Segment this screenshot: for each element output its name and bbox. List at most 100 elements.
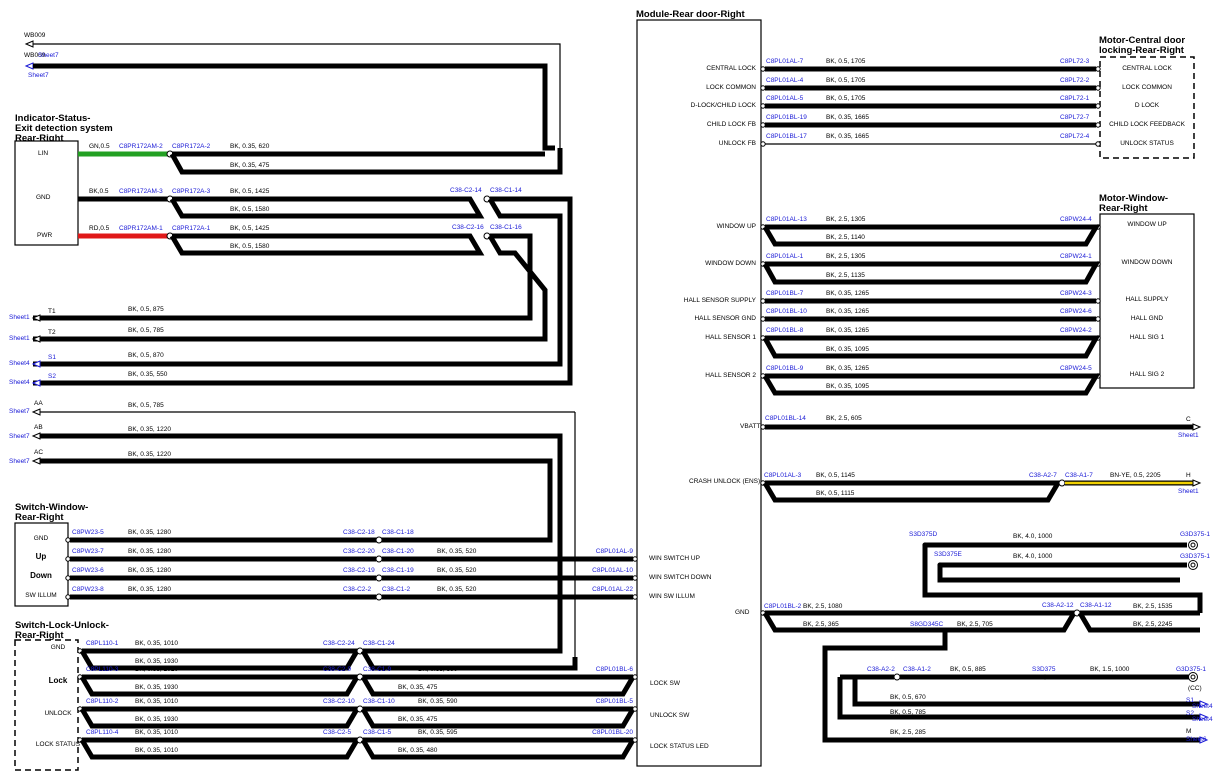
- motor-lock-motorconn-0: C8PL72-3: [1060, 58, 1090, 65]
- motor-lock-box: [1099, 56, 1195, 159]
- pwr-spec: RD,0.5: [89, 225, 110, 232]
- switch-lock-spec-top-0: BK, 0.35, 1010: [135, 640, 178, 647]
- motor-window-module-pin-5: HALL SENSOR 2: [705, 372, 756, 379]
- crash-splice-b: C38-A1-7: [1065, 472, 1093, 479]
- ground-wires: GND C8PL01BL-2 BK, 2.5, 1080 BK, 2.5, 36…: [735, 531, 1213, 744]
- switch-lock-spec2-top-0: BK, 0.35, 590: [418, 666, 458, 673]
- switch-lock-module-pin-1: UNLOCK SW: [650, 712, 690, 719]
- offpage-wb009[interactable]: WB009 WB009 Sheet7 Sheet7: [24, 32, 561, 151]
- motor-lock-module-pin-3: CHILD LOCK FB: [707, 121, 756, 128]
- motor-lock-motor-pin-3: CHILD LOCK FEEDBACK: [1109, 121, 1186, 128]
- ground-pin: GND: [735, 609, 750, 616]
- wb009-sheet2: Sheet7: [28, 72, 49, 79]
- motor-lock-title-1: Motor-Central door: [1099, 35, 1185, 46]
- switch-lock-loop-2: [79, 706, 362, 729]
- offpage-ac[interactable]: AC Sheet7 BK, 0.35, 1220: [9, 449, 553, 543]
- switch-window-end-dot-3: [632, 594, 638, 600]
- switch-lock-end-dot-3: [632, 737, 638, 743]
- switch-lock-splice-b-1: C38-C1-9: [363, 666, 392, 673]
- right-s1: S1: [1186, 697, 1194, 704]
- switch-window-conn-3: C8PW23-8: [72, 586, 104, 593]
- motor-window-spec-4: BK, 0.35, 1265: [826, 290, 869, 297]
- switch-lock-conn-0: C8PL110-1: [86, 640, 119, 647]
- offpage-ab[interactable]: AB Sheet7 BK, 0.35, 1220: [9, 424, 563, 640]
- switch-lock-module-pin-2: LOCK STATUS LED: [650, 743, 709, 750]
- switch-window-spec2-0: BK, 0.35, 520: [437, 548, 477, 555]
- switch-window-splice-a-3: C38-C2-2: [343, 586, 372, 593]
- aa-label: AA: [34, 400, 43, 407]
- t2-sheet: Sheet1: [9, 335, 30, 342]
- switch-lock-gnd-up-a: [363, 640, 563, 654]
- pwr-conn-a: C8PR172AM-1: [119, 225, 163, 232]
- switch-window-pin-dot-3: [65, 594, 71, 600]
- switch-lock-end-dot-2: [632, 706, 638, 712]
- ground-spec1: BK, 2.5, 1080: [803, 603, 843, 610]
- t2-label: T2: [48, 329, 56, 336]
- switch-window-conn-0: C8PW23-5: [72, 529, 104, 536]
- switch-window-spec2-2: BK, 0.35, 520: [437, 586, 477, 593]
- switch-window-splice-dot-0: [375, 536, 383, 544]
- right-s2: S2: [1186, 710, 1194, 717]
- switch-lock-splice-b-0: C38-C1-24: [363, 640, 395, 647]
- g3d375-1-b: G3D375-1: [1180, 553, 1210, 560]
- offpage-t1[interactable]: T1 Sheet1 BK, 0.5, 875: [9, 306, 164, 322]
- crash-spec1: BK, 0.5, 1145: [816, 472, 855, 479]
- motor-window-title-2: Rear-Right: [1099, 203, 1148, 214]
- motor-lock-conn-3: C8PL01BL-19: [766, 114, 807, 121]
- switch-lock-spec-top-1: BK, 0.35, 1010: [135, 666, 178, 673]
- motor-lock-spec-4: BK, 0.35, 1665: [826, 133, 869, 140]
- ac-spec: BK, 0.35, 1220: [128, 451, 171, 458]
- aa-sheet: Sheet7: [9, 408, 30, 415]
- offpage-t2[interactable]: T2 Sheet1 BK, 0.5, 785: [9, 327, 164, 343]
- lin-spec-a: BK, 0.35, 620: [230, 143, 270, 150]
- s2-label: S2: [48, 373, 56, 380]
- switch-lock-module-conn-1: C8PL01BL-5: [596, 698, 634, 705]
- indicator-title-2: Exit detection system: [15, 123, 113, 134]
- ground-splice-c: C38-A2-2: [867, 666, 895, 673]
- switch-window-splice-b-1: C38-C1-20: [382, 548, 414, 555]
- motor-window-conn-2: C8PL01BL-7: [766, 290, 804, 297]
- switch-window-pin-dot-0: [65, 537, 71, 543]
- switch-window-splice-a-1: C38-C2-20: [343, 548, 375, 555]
- indicator-box: [14, 140, 79, 246]
- motor-window-motor-pin-5: HALL SIG 2: [1130, 371, 1165, 378]
- switch-window-pin-dot-1: [65, 556, 71, 562]
- motor-window-pin-dot-2: [760, 298, 766, 304]
- vbatt-conn: C8PL01BL-14: [765, 415, 806, 422]
- motor-lock-spec-0: BK, 0.5, 1705: [826, 58, 866, 65]
- switch-window-pin-1: Up: [36, 552, 47, 561]
- pwr-spec-b: BK, 0.5, 1580: [230, 243, 270, 250]
- motor-lock-motorconn-3: C8PL72-7: [1060, 114, 1090, 121]
- crash-spec2: BK, 0.5, 1115: [816, 490, 855, 497]
- switch-window-box: [14, 522, 69, 607]
- motor-lock-pin-dot-3: [760, 122, 766, 128]
- gnd-spec-a: BK, 0.5, 1425: [230, 188, 270, 195]
- spec6: BK, 0.5, 885: [950, 666, 986, 673]
- s8gd345c: S8GD345C: [910, 621, 944, 628]
- switch-window-module-conn-2: C8PL01AL-22: [592, 586, 633, 593]
- motor-window-spec-0: BK, 2.5, 1305: [826, 216, 866, 223]
- spec10: BK, 2.5, 285: [890, 729, 926, 736]
- s3d375e: S3D375E: [934, 551, 962, 558]
- offpage-s2[interactable]: S2 Sheet4 BK, 0.35, 550: [9, 371, 168, 387]
- motor-lock-conn-4: C8PL01BL-17: [766, 133, 807, 140]
- ground-spec3: BK, 2.5, 1535: [1133, 603, 1173, 610]
- t1-spec: BK, 0.5, 875: [128, 306, 164, 313]
- motor-window-motor-pin-3: HALL GND: [1131, 315, 1164, 322]
- switch-lock-spec2-top-2: BK, 0.35, 595: [418, 729, 458, 736]
- switch-lock-pin-2: UNLOCK: [44, 710, 72, 717]
- motor-lock-motorconn-2: C8PL72-1: [1060, 95, 1090, 102]
- switch-lock-splice-a-0: C38-C2-24: [323, 640, 355, 647]
- ground-cc: (CC): [1188, 685, 1202, 692]
- switch-window-module-pin-0: WIN SWITCH UP: [649, 555, 700, 562]
- offpage-s1[interactable]: S1 Sheet4 BK, 0.5, 870: [9, 352, 164, 368]
- switch-lock-wire-c-3: [360, 738, 636, 760]
- offpage-aa[interactable]: AA Sheet7 BK, 0.5, 785: [9, 400, 576, 657]
- motor-lock-spec-1: BK, 0.5, 1705: [826, 77, 866, 84]
- switch-window-conn-2: C8PW23-6: [72, 567, 104, 574]
- indicator-title-3: Rear-Right: [15, 133, 64, 144]
- motor-window-module-pin-2: HALL SENSOR SUPPLY: [684, 297, 757, 304]
- crash-conn: C8PL01AL-3: [764, 472, 802, 479]
- switch-lock-wire-c-2: [360, 707, 636, 729]
